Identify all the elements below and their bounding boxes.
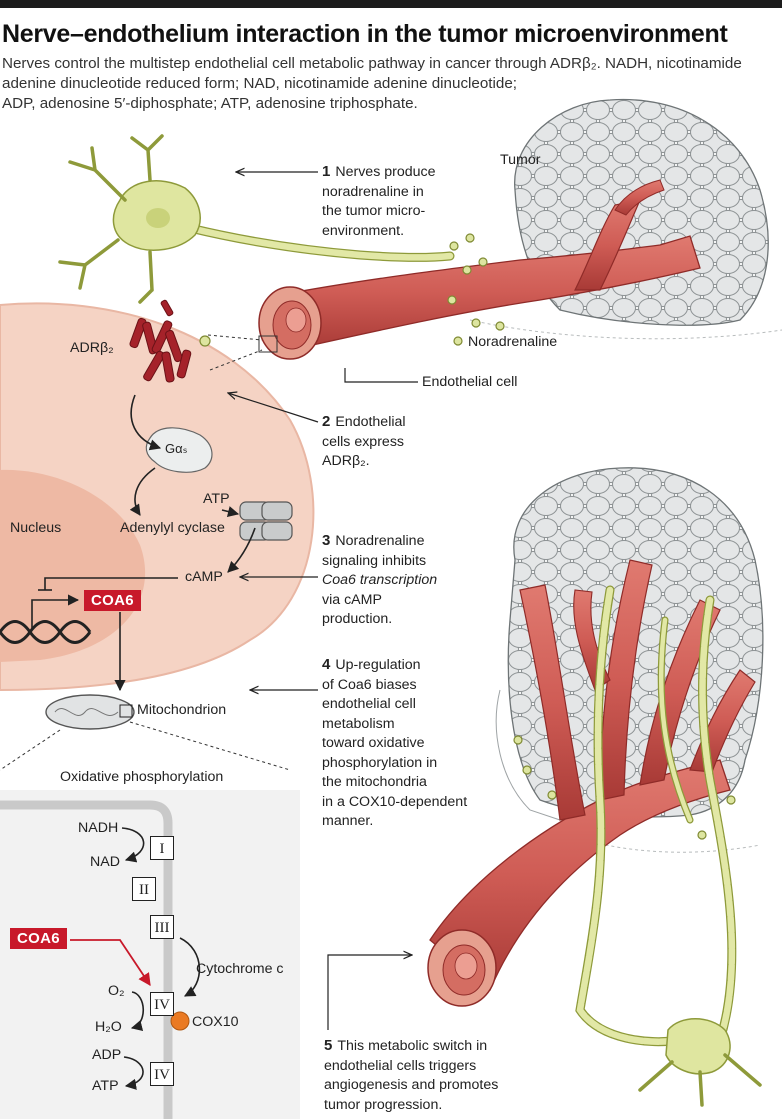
step-2-line-2: cells express <box>322 433 405 450</box>
dna-helix <box>0 620 92 644</box>
step-3-line-2: signaling inhibits <box>322 552 427 569</box>
vessel-top <box>258 179 701 360</box>
step-3-line-3: Coa6 transcription <box>322 572 438 588</box>
step-4-number: 4 <box>322 656 331 673</box>
complex-iv-box: IV <box>150 992 174 1016</box>
subtitle-line-3: ADP, adenosine 5′-diphosphate; ATP, aden… <box>2 95 418 112</box>
step-5-line-2: endothelial cells triggers <box>324 1057 477 1074</box>
complex-iv-atp-box: IV <box>150 1062 174 1086</box>
step-5-line-3: angiogenesis and promotes <box>324 1077 499 1093</box>
coa6-gene-badge: COA6 <box>84 590 141 611</box>
top-bar <box>0 0 782 8</box>
step-1-line-2: noradrenaline in <box>322 183 424 200</box>
cox10-dot <box>170 1011 190 1031</box>
tumor-label: Tumor <box>500 152 541 168</box>
step-1-line-1: Nerves produce <box>335 164 436 180</box>
oxphos-label: Oxidative phosphorylation <box>60 769 224 785</box>
step-3-number: 3 <box>322 532 331 549</box>
step-5-line-4: tumor progression. <box>324 1096 443 1113</box>
step-2-line-1: Endothelial <box>335 414 406 430</box>
nad-label: NAD <box>90 854 120 870</box>
adp-label: ADP <box>92 1047 122 1063</box>
g-alpha-s-graphic <box>145 427 213 473</box>
nerve-bottom <box>575 585 737 1047</box>
nucleus <box>0 469 146 662</box>
cytochrome-c-label: Cytochrome c <box>196 961 284 977</box>
camp-label: cAMP <box>185 569 223 585</box>
step-2-number: 2 <box>322 413 331 430</box>
adenylyl-cyclase-label: Adenylyl cyclase <box>120 520 225 536</box>
step-3-line-4: via cAMP <box>322 591 382 608</box>
step-3-line-1: Noradrenaline <box>335 533 425 549</box>
noradrenaline-label: Noradrenaline <box>468 334 558 350</box>
step-4-line-7: the mitochondria <box>322 774 427 790</box>
step-4-line-9: manner. <box>322 813 374 829</box>
nadh-label: NADH <box>78 820 119 836</box>
o2-label: O₂ <box>108 983 125 999</box>
step-2-line-3: ADRβ₂. <box>322 453 370 469</box>
atp-label-bottom: ATP <box>92 1078 119 1094</box>
atp-label-top: ATP <box>203 491 230 507</box>
complex-iii-box: III <box>150 915 174 939</box>
g-alpha-s-label: Gαₛ <box>165 441 188 456</box>
coa6-inset-badge: COA6 <box>10 928 67 949</box>
step-1-line-4: environment. <box>322 222 405 239</box>
step-4-line-1: Up-regulation <box>335 657 421 673</box>
step-1-line-3: the tumor micro- <box>322 203 426 219</box>
complex-i-box: I <box>150 836 174 860</box>
figure-title: Nerve–endothelium interaction in the tum… <box>2 20 728 48</box>
cox10-label: COX10 <box>192 1014 239 1030</box>
step-4-line-8: in a COX10-dependent <box>322 793 468 810</box>
nerve-top <box>58 134 455 304</box>
adrb2-label: ADRβ₂ <box>70 340 114 356</box>
step-4-line-4: metabolism <box>322 715 395 732</box>
mitochondrion-label: Mitochondrion <box>137 702 227 718</box>
complex-ii-box: II <box>132 877 156 901</box>
figure-subtitle: Nerves control the multistep endothelial… <box>2 54 780 114</box>
subtitle-line-2: adenine dinucleotide reduced form; NAD, … <box>2 75 518 92</box>
step-5-line-1: This metabolic switch in <box>337 1038 488 1054</box>
step-4-line-6: phosphorylation in <box>322 754 438 771</box>
step-4-line-5: toward oxidative <box>322 735 425 751</box>
step-5-number: 5 <box>324 1037 333 1054</box>
step-1-number: 1 <box>322 163 331 180</box>
subtitle-line-1: Nerves control the multistep endothelial… <box>2 55 742 72</box>
nerve-cell-body-bottom <box>638 1018 762 1107</box>
step-4-line-3: endothelial cell <box>322 696 416 712</box>
h2o-label: H₂O <box>95 1019 122 1035</box>
mitochondrion-graphic <box>45 694 135 730</box>
endothelial-cell-label: Endothelial cell <box>422 374 518 390</box>
adrb2-receptor-graphic <box>129 299 192 383</box>
nucleus-label: Nucleus <box>10 520 62 536</box>
adenylyl-cyclase-graphic <box>239 501 293 541</box>
step-4-line-2: of Coa6 biases <box>322 676 417 693</box>
noradrenaline-dots-top <box>199 233 505 347</box>
step-3-line-5: production. <box>322 611 393 627</box>
